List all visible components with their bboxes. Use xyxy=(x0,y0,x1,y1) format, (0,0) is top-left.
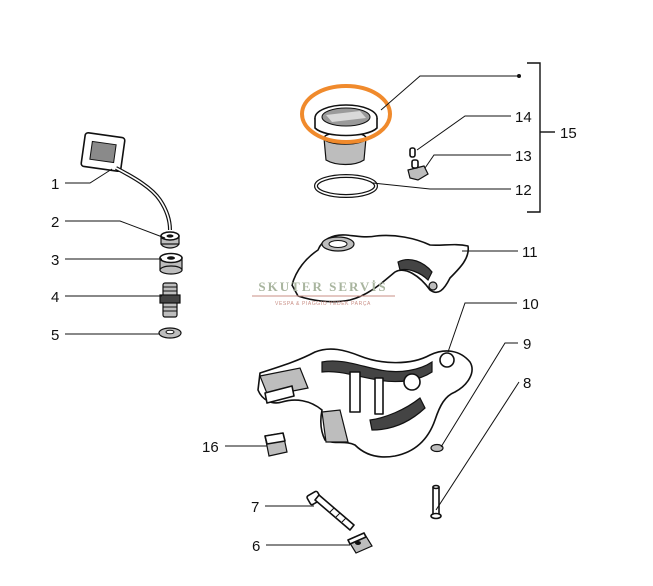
callout-11: 11 xyxy=(522,244,538,261)
mirror-part xyxy=(80,131,172,231)
instrument-gauge-part xyxy=(314,104,378,166)
stud-bolt-part xyxy=(159,282,181,318)
callout-7: 7 xyxy=(251,499,259,516)
bushing-part xyxy=(159,252,183,275)
small-washer-part xyxy=(430,443,444,453)
callout-5: 5 xyxy=(51,327,59,344)
watermark-title: SKUTER SERVİS xyxy=(258,279,387,294)
long-bolt-part xyxy=(306,490,355,531)
watermark: SKUTER SERVİS VESPA & PIAGGIO YEDEK PARÇ… xyxy=(252,279,395,307)
callout-9: 9 xyxy=(523,336,531,353)
screw-part xyxy=(430,484,442,520)
callout-13: 13 xyxy=(515,148,532,165)
callout-12: 12 xyxy=(515,182,532,199)
lower-handlebar-housing xyxy=(257,348,473,458)
callout-14: 14 xyxy=(515,109,532,126)
o-ring-part xyxy=(314,174,378,198)
leader-lines xyxy=(65,62,555,546)
watermark-subtitle: VESPA & PIAGGIO YEDEK PARÇA xyxy=(275,301,371,307)
highlight-circle xyxy=(300,84,392,144)
callout-4: 4 xyxy=(51,289,59,306)
bulb-part xyxy=(409,147,416,158)
callout-2: 2 xyxy=(51,214,59,231)
callout-3: 3 xyxy=(51,252,59,269)
washer-part xyxy=(158,327,182,339)
callout-10: 10 xyxy=(522,296,539,313)
square-nut-part xyxy=(347,532,373,554)
callout-16: 16 xyxy=(202,439,219,456)
callout-15: 15 xyxy=(560,125,577,142)
bulb-holder-part xyxy=(407,159,429,181)
callout-numbers: 1 2 3 4 5 6 7 8 9 10 11 12 13 14 15 16 xyxy=(51,109,577,555)
callout-8: 8 xyxy=(523,375,531,392)
rubber-insert-part xyxy=(264,432,288,457)
nut-part xyxy=(160,231,180,249)
upper-handlebar-cover xyxy=(291,234,470,303)
callout-6: 6 xyxy=(252,538,260,555)
callout-1: 1 xyxy=(51,176,59,193)
